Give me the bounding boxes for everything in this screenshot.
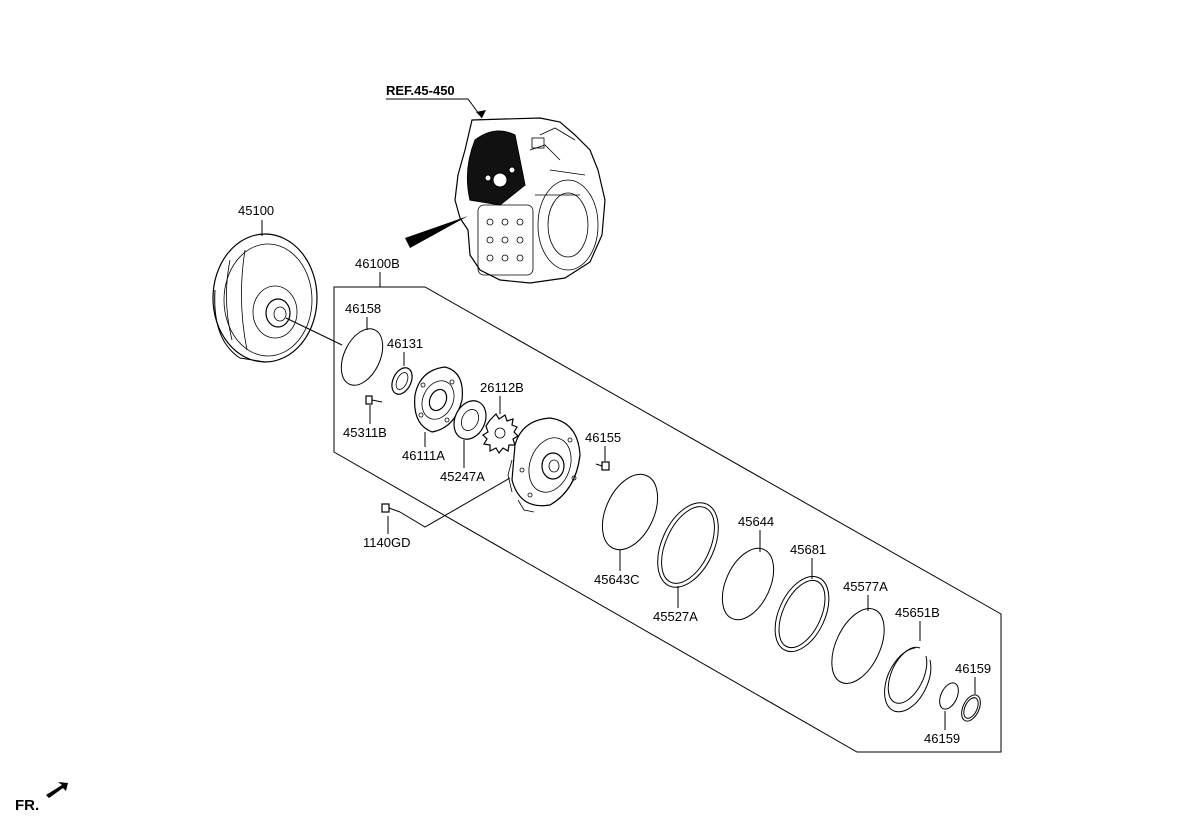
label-46159-lower: 46159 [924, 731, 960, 746]
label-45527A: 45527A [653, 609, 698, 624]
front-orientation-label: FR. [15, 797, 39, 814]
front-arrow-icon [46, 782, 68, 798]
transaxle-housing-illustration [405, 117, 606, 284]
label-45577A: 45577A [843, 579, 888, 594]
label-45100: 45100 [238, 203, 274, 218]
label-46111A: 46111A [402, 448, 445, 463]
label-46158: 46158 [345, 301, 381, 316]
assembly-boundary-frame [333, 286, 1002, 753]
label-45644: 45644 [738, 514, 774, 529]
label-45681: 45681 [790, 542, 826, 557]
label-26112B: 26112B [480, 380, 524, 395]
label-46159-upper: 46159 [955, 661, 991, 676]
pump-cover-illustration [414, 366, 463, 433]
label-46131: 46131 [387, 336, 423, 351]
reference-label: REF.45-450 [386, 83, 455, 98]
label-46155: 46155 [585, 430, 621, 445]
assembly-label: 46100B [355, 256, 400, 271]
label-45311B: 45311B [343, 425, 387, 440]
label-45643C: 45643C [594, 572, 640, 587]
label-1140GD: 1140GD [363, 535, 410, 550]
pump-housing-illustration [507, 417, 581, 513]
label-45247A: 45247A [440, 469, 485, 484]
torque-converter-illustration [212, 233, 318, 363]
label-45651B: 45651B [895, 605, 940, 620]
